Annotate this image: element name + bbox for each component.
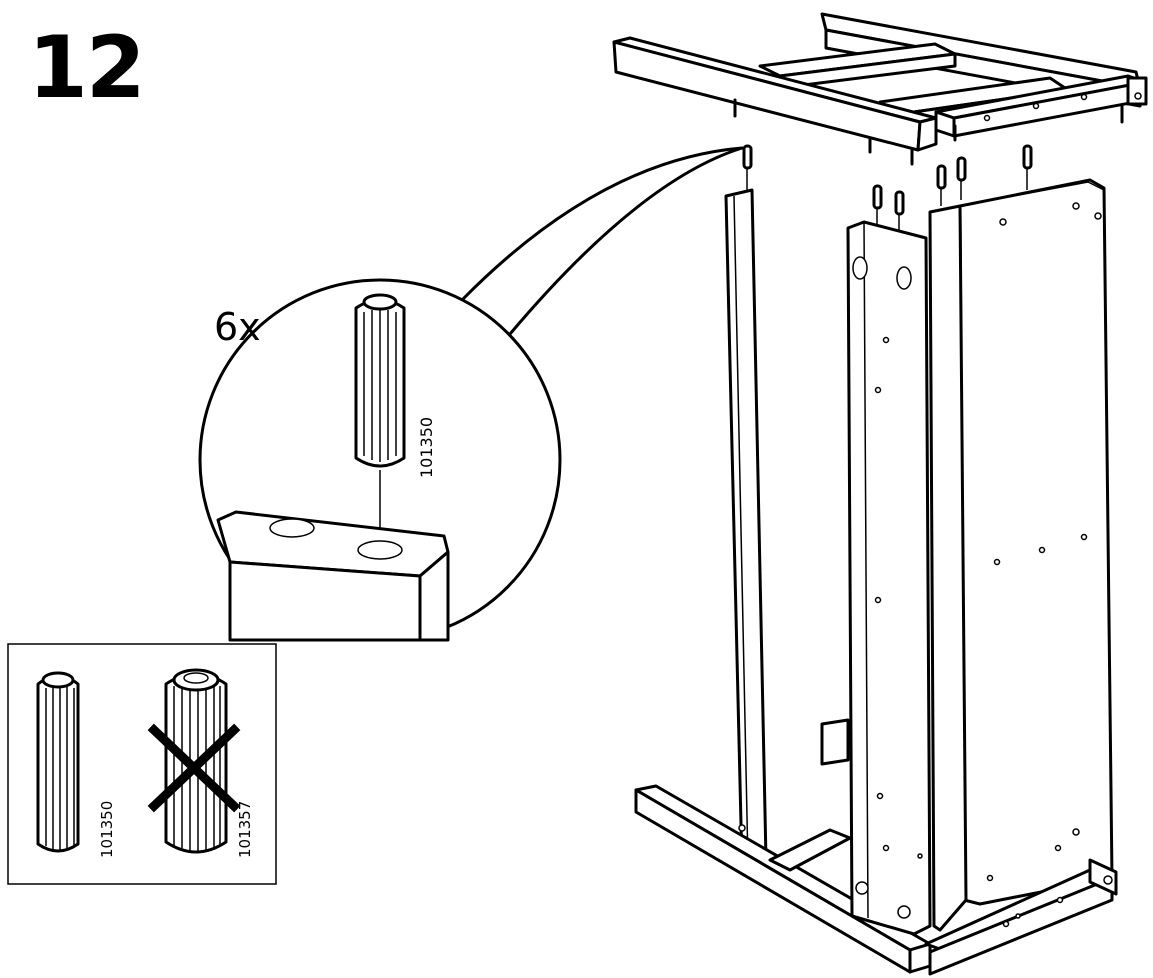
dowels-top — [742, 144, 1033, 232]
left-post — [724, 188, 768, 868]
board-end — [216, 510, 450, 642]
callout-quantity: 6x — [214, 305, 261, 349]
dowel-101350-callout — [354, 293, 406, 548]
legend-box — [7, 643, 277, 885]
legend-correct-part-number: 101350 — [98, 801, 116, 858]
step-number: 12 — [28, 18, 146, 118]
callout-bubble — [198, 146, 744, 642]
dowel-correct — [36, 671, 80, 853]
front-panel — [846, 220, 932, 936]
cross-mark-icon — [147, 723, 241, 813]
middle-panel — [928, 204, 968, 932]
back-panel — [958, 178, 1114, 906]
callout-part-number: 101350 — [417, 417, 436, 478]
legend-incorrect-part-number: 101357 — [236, 801, 254, 858]
top-frame — [612, 12, 1148, 166]
